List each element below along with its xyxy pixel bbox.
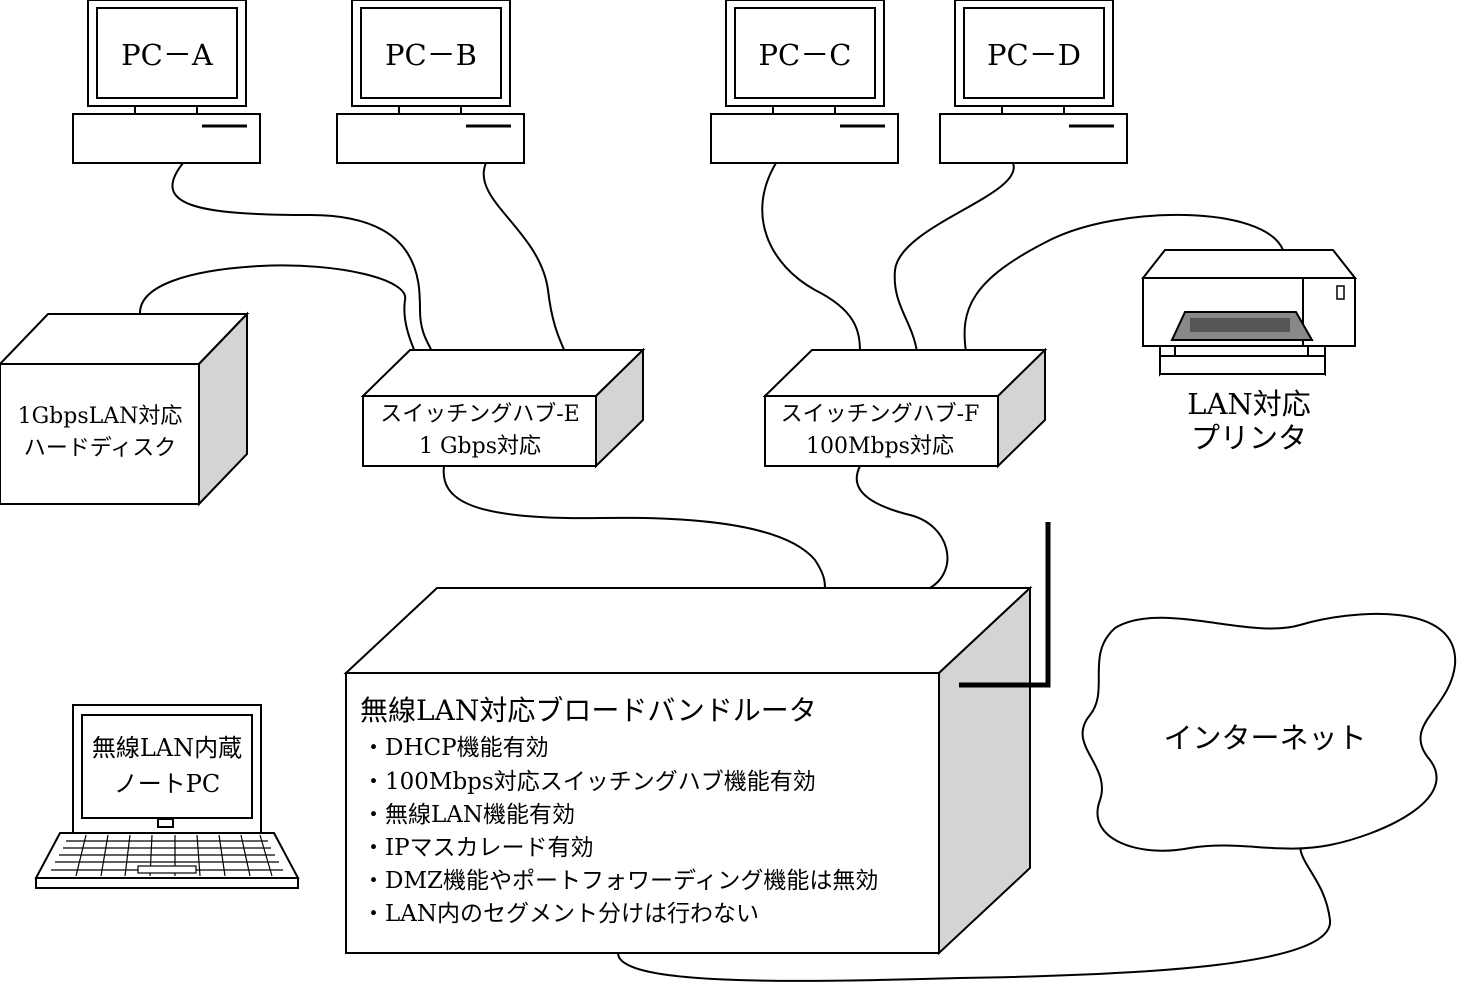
internet-label: インターネット	[1163, 721, 1366, 755]
cables	[139, 162, 1332, 982]
printer[interactable]: LAN対応 プリンタ	[1140, 249, 1358, 455]
hub-f-label-line2: 100Mbps対応	[806, 434, 954, 459]
router-feature-2: ・100Mbps対応スイッチングハブ機能有効	[362, 769, 816, 795]
pc-c-base	[710, 113, 899, 164]
printer-label-line1: LAN対応	[1187, 387, 1311, 421]
router-title: 無線LAN対応ブロードバンドルータ	[360, 694, 817, 727]
router-top	[343, 587, 1033, 674]
cable-pc-b-hub-e	[482, 162, 566, 353]
pc-b-stand	[398, 105, 462, 115]
router-feature-5: ・DMZ機能やポートフォワーディング機能は無効	[362, 868, 878, 894]
hub-f-label-line1: スイッチングハブ-F	[781, 402, 980, 427]
cable-pc-d-hub-f	[893, 162, 1015, 353]
hub-e-front	[362, 395, 597, 467]
laptop-base-front	[35, 877, 299, 889]
router-feature-1: ・DHCP機能有効	[362, 735, 549, 761]
hub-e-top	[360, 349, 646, 397]
laptop-screen	[81, 714, 253, 819]
hard-disk-label-line1: 1GbpsLAN対応	[18, 404, 183, 429]
printer-output-tray	[1159, 355, 1326, 375]
laptop-label-line2: ノートPC	[114, 770, 221, 798]
laptop-spacebar	[137, 865, 197, 874]
switching-hub-f[interactable]: スイッチングハブ-F 100Mbps対応	[762, 347, 1048, 469]
cable-hub-e-router	[442, 465, 826, 589]
pc-b[interactable]: PC－B	[336, 0, 525, 164]
hub-e-label-line1: スイッチングハブ-E	[380, 402, 580, 427]
broadband-router[interactable]: 無線LAN対応ブロードバンドルータ ・DHCP機能有効 ・100Mbps対応スイ…	[343, 522, 1051, 956]
pc-b-screen	[360, 7, 502, 99]
pc-c-label: PC－C	[759, 38, 852, 72]
printer-paper-tray-shadow	[1190, 318, 1290, 332]
router-front	[345, 672, 940, 954]
pc-b-label: PC－B	[385, 38, 477, 72]
pc-d-stand	[1001, 105, 1065, 115]
printer-side-panel	[1302, 277, 1356, 347]
laptop-label-line1: 無線LAN内蔵	[92, 734, 242, 762]
router-feature-6: ・LAN内のセグメント分けは行わない	[362, 901, 759, 927]
hub-e-label-line2: 1 Gbps対応	[419, 434, 541, 459]
pc-a-screen	[96, 7, 238, 99]
pc-a-label: PC－A	[121, 38, 214, 72]
cable-hdd-hub-e	[139, 264, 416, 353]
pc-d-base	[939, 113, 1128, 164]
internet-cloud-shape	[1081, 612, 1457, 852]
router-antenna-icon	[959, 522, 1051, 688]
cable-pc-a-hub-e	[171, 162, 433, 353]
hub-f-front	[764, 395, 999, 467]
laptop[interactable]: 無線LAN内蔵 ノートPC	[34, 704, 300, 889]
cable-pc-c-hub-f	[761, 162, 861, 353]
cable-hub-f-router	[855, 465, 949, 589]
pc-d-screen	[963, 7, 1105, 99]
hub-f-top	[762, 349, 1048, 397]
switching-hub-e[interactable]: スイッチングハブ-E 1 Gbps対応	[360, 347, 646, 469]
printer-top	[1140, 249, 1358, 279]
pc-c-stand	[772, 105, 836, 115]
cable-router-internet	[617, 844, 1332, 982]
router-feature-3: ・無線LAN機能有効	[362, 802, 575, 828]
router-feature-4: ・IPマスカレード有効	[362, 835, 594, 861]
pc-c[interactable]: PC－C	[710, 0, 899, 164]
pc-d[interactable]: PC－D	[939, 0, 1128, 164]
pc-a-stand	[134, 105, 198, 115]
internet-cloud[interactable]: インターネット	[1081, 612, 1457, 852]
pc-b-base	[336, 113, 525, 164]
cable-printer-hub-f	[963, 213, 1284, 353]
hard-disk-label-line2: ハードディスク	[24, 436, 176, 461]
pc-a[interactable]: PC－A	[72, 0, 261, 164]
hard-disk-front	[0, 363, 200, 505]
pc-c-screen	[734, 7, 876, 99]
pc-a-base	[72, 113, 261, 164]
printer-label-line2: プリンタ	[1191, 421, 1307, 455]
printer-indicator-icon	[1336, 285, 1345, 300]
laptop-hinge	[157, 818, 174, 828]
hard-disk[interactable]: 1GbpsLAN対応 ハードディスク	[0, 311, 250, 507]
pc-d-label: PC－D	[987, 38, 1081, 72]
